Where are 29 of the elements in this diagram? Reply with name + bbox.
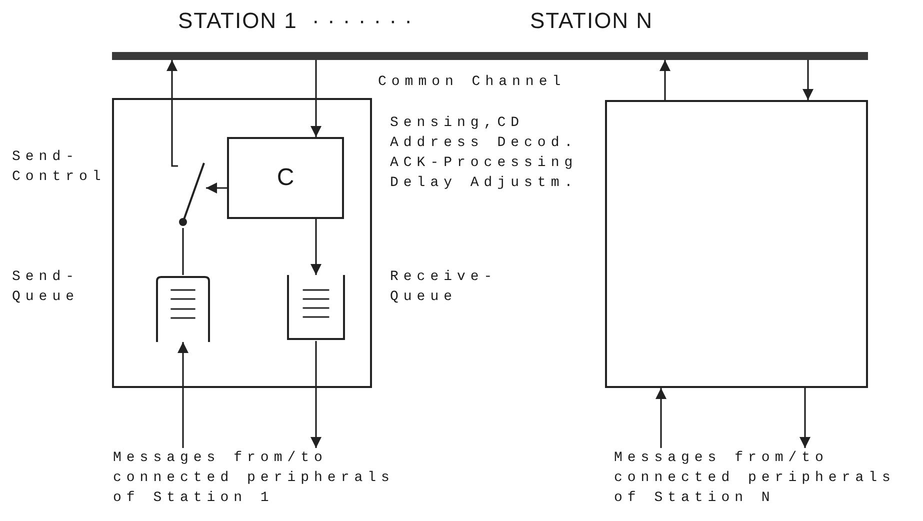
arrow xyxy=(656,388,666,448)
side-label: Send- Queue xyxy=(12,268,80,307)
peripheral-note: Messages from/to connected peripherals of Station 1 xyxy=(113,449,396,508)
station-title: STATION N xyxy=(530,8,654,34)
queue-symbol xyxy=(155,275,211,342)
arrow xyxy=(800,388,810,448)
channel-bar xyxy=(112,52,868,60)
arrow xyxy=(206,182,227,194)
station-title: STATION 1 xyxy=(178,8,298,34)
ellipsis-dots: · · · · · · · xyxy=(312,8,413,34)
station-box xyxy=(605,100,868,388)
connector-line xyxy=(182,228,184,275)
switch-symbol xyxy=(178,160,206,228)
arrow xyxy=(178,342,188,448)
channel-label: Common Channel xyxy=(378,73,566,92)
peripheral-note: Messages from/to connected peripherals of Station N xyxy=(614,449,896,508)
station-box xyxy=(112,98,372,388)
side-label: Receive- Queue xyxy=(390,268,498,307)
queue-symbol xyxy=(286,275,346,341)
arrow xyxy=(802,60,814,100)
function-list: Sensing,CD Address Decod. ACK-Processing Delay Adjustm. xyxy=(390,113,585,193)
controller-box xyxy=(227,137,344,219)
arrow xyxy=(310,60,322,137)
arrow xyxy=(660,60,670,100)
box-label: C xyxy=(276,164,294,192)
arrow xyxy=(166,60,178,167)
arrow xyxy=(310,219,322,275)
side-label: Send- Control xyxy=(12,148,107,187)
arrow xyxy=(310,341,322,448)
